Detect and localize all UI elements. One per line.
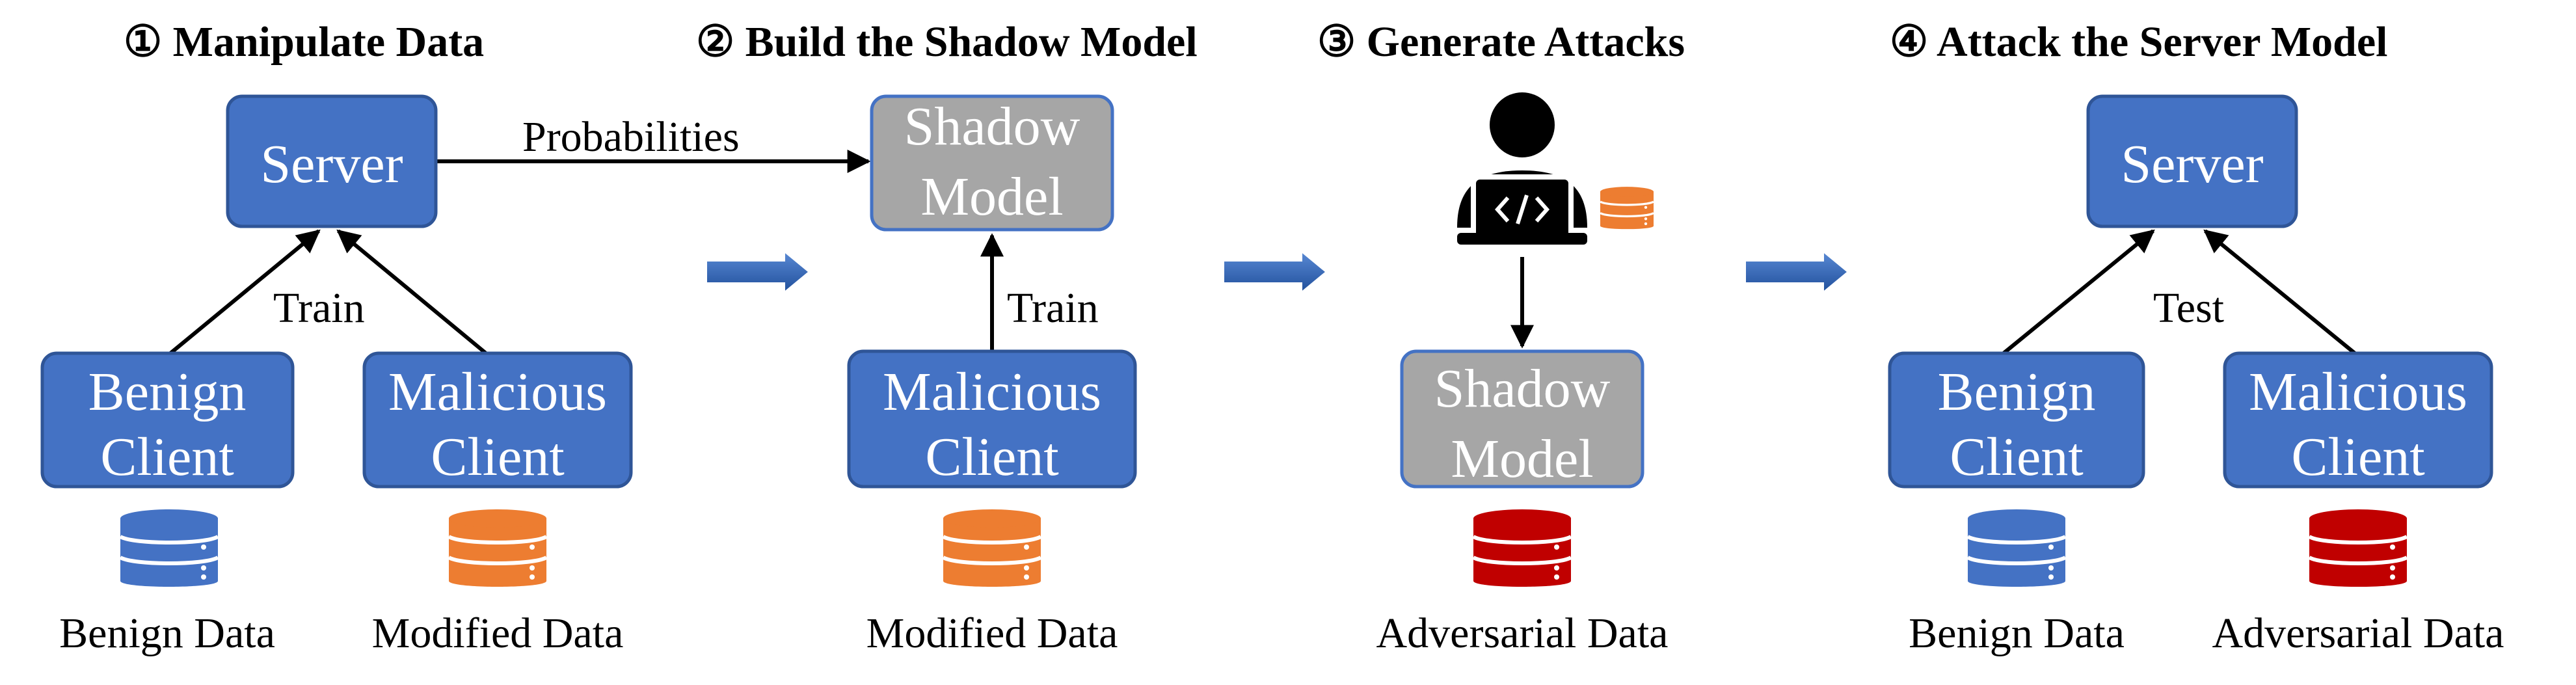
right-arrow-icon [1743, 247, 1851, 297]
stage-1: Probabilities Train Server Benign Client… [40, 94, 871, 657]
benign-client-label-line2: Client [100, 427, 234, 487]
shadow-model-label-line1: Shadow [1434, 358, 1611, 419]
malicious-client-label-line2: Client [2291, 427, 2424, 487]
train-label: Train [273, 284, 365, 332]
benign-data-caption: Benign Data [59, 610, 275, 657]
modified-data-caption: Modified Data [866, 610, 1118, 657]
stage-1-title: ① Manipulate Data [124, 18, 484, 66]
stage-2-title: ② Build the Shadow Model [696, 18, 1198, 66]
malicious-client-box: Malicious Client [362, 351, 633, 489]
server-label: Server [260, 134, 403, 195]
stage-4-title: ④ Attack the Server Model [1890, 18, 2387, 66]
shadow-model-label-line2: Model [1451, 429, 1593, 489]
benign-client-box: Benign Client [40, 351, 295, 489]
benign-client-label-line1: Benign [88, 362, 247, 422]
probabilities-label: Probabilities [522, 113, 740, 161]
shadow-model-box: Shadow Model [870, 94, 1114, 232]
shadow-model-label-line2: Model [920, 167, 1063, 227]
server-box: Server [226, 94, 438, 228]
database-icon [943, 509, 1041, 587]
adversarial-data-caption: Adversarial Data [1376, 610, 1669, 657]
stage-3-title: ③ Generate Attacks [1317, 18, 1685, 66]
adversarial-data-caption: Adversarial Data [2212, 610, 2504, 657]
right-arrow-icon [1222, 247, 1330, 297]
benign-client-box: Benign Client [1888, 351, 2145, 489]
malicious-client-label-line2: Client [431, 427, 564, 487]
test-edge-benign [2002, 229, 2155, 355]
database-icon [449, 509, 546, 587]
right-arrow-icon [704, 247, 812, 297]
database-icon [1968, 509, 2065, 587]
shadow-model-box: Shadow Model [1400, 349, 1644, 489]
malicious-client-label-line2: Client [925, 427, 1058, 487]
database-icon [2309, 509, 2407, 587]
malicious-client-label-line1: Malicious [2249, 362, 2467, 422]
hacker-laptop-icon [1457, 92, 1587, 245]
database-icon [120, 509, 218, 587]
train-label: Train [1007, 284, 1099, 332]
stage-4: Test Server Benign Client Malicious Clie… [1888, 94, 2504, 657]
modified-data-caption: Modified Data [372, 610, 624, 657]
malicious-client-label-line1: Malicious [388, 362, 607, 422]
server-label: Server [2121, 134, 2263, 195]
stage-2: Shadow Model Train Malicious Client Modi… [847, 94, 1137, 657]
test-label: Test [2153, 284, 2224, 332]
train-edge-benign [169, 229, 321, 355]
server-box: Server [2086, 94, 2298, 228]
shadow-model-label-line1: Shadow [904, 96, 1080, 157]
database-icon [1473, 509, 1571, 587]
malicious-client-box: Malicious Client [847, 349, 1137, 489]
test-edge-malicious [2203, 229, 2356, 355]
benign-client-label-line2: Client [1950, 427, 2083, 487]
malicious-client-label-line1: Malicious [883, 362, 1101, 422]
benign-data-caption: Benign Data [1909, 610, 2125, 657]
benign-client-label-line1: Benign [1938, 362, 2096, 422]
malicious-client-box: Malicious Client [2223, 351, 2493, 489]
database-icon [1600, 185, 1654, 230]
stage-3: Shadow Model Adversarial Data [1376, 92, 1669, 657]
train-edge-malicious [336, 229, 487, 355]
